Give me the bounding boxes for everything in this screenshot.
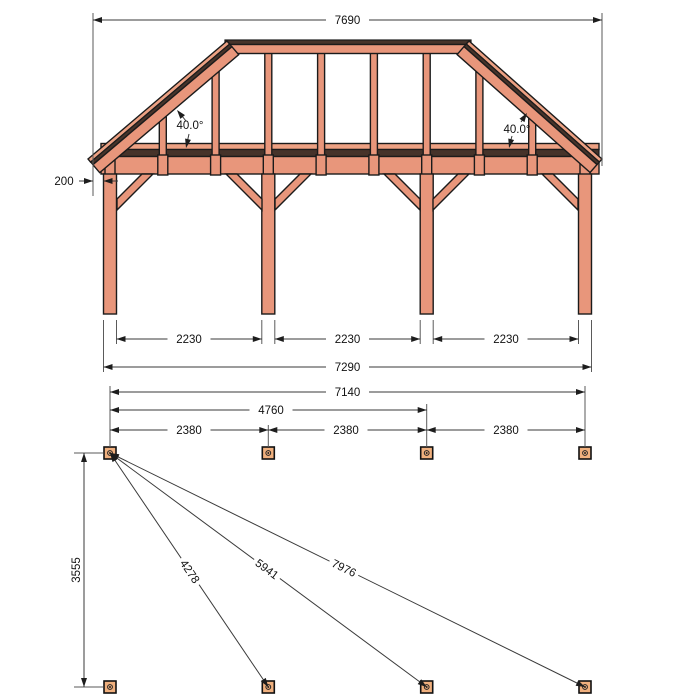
knee-brace xyxy=(274,173,313,212)
label-background xyxy=(167,424,211,437)
left-hip-rafter xyxy=(91,45,240,174)
label-background xyxy=(326,386,369,399)
label-background xyxy=(69,548,83,592)
dim-plan-bay-1: 2380 xyxy=(176,425,202,437)
ridge-band xyxy=(224,43,472,55)
tenon-joint xyxy=(315,154,327,176)
arrowhead xyxy=(268,427,278,433)
label-background xyxy=(167,333,211,346)
tenon-joint xyxy=(262,154,274,176)
dim-plan-depth-group: 3555 xyxy=(69,548,83,592)
eave-fascia-band xyxy=(100,148,600,158)
arrowhead xyxy=(417,407,427,413)
dim-plan-depth: 3555 xyxy=(71,557,83,583)
post xyxy=(577,173,593,315)
arrowhead xyxy=(103,364,113,370)
arrowhead xyxy=(93,17,102,23)
tenon-joint xyxy=(473,154,486,176)
label-background xyxy=(249,404,293,417)
arrowhead xyxy=(259,427,269,433)
arrowhead xyxy=(417,427,427,433)
dim-diagonal-1-group: 4278 xyxy=(176,554,204,589)
dim-plan-overall: 7140 xyxy=(335,387,361,399)
post xyxy=(102,173,118,315)
arrowhead xyxy=(508,138,515,148)
foundation-marker xyxy=(419,446,434,460)
label-background xyxy=(250,554,284,584)
posts-and-braces xyxy=(102,173,593,315)
arrowhead xyxy=(116,336,126,342)
dimensions: 7690 200 40.0° 40.0° 2230 2230 2230 7290… xyxy=(54,13,603,688)
arrowhead xyxy=(110,389,119,395)
foundation-marker xyxy=(103,680,117,694)
tenon-joint xyxy=(209,154,222,176)
arrowhead xyxy=(426,427,436,433)
tenon-joint xyxy=(157,154,169,176)
arrowhead xyxy=(110,407,119,413)
dim-angle-right: 40.0° xyxy=(504,124,531,136)
dim-bay-3: 2230 xyxy=(493,334,519,346)
arrowhead xyxy=(260,677,269,687)
dim-roof-width: 7690 xyxy=(335,15,361,27)
dim-overhang: 200 xyxy=(54,176,73,188)
dim-bay-2: 2230 xyxy=(335,334,361,346)
dim-plan-partial: 4760 xyxy=(258,405,284,417)
roof-structure xyxy=(87,39,603,176)
dim-plan-bay-2: 2380 xyxy=(333,425,359,437)
arrowhead xyxy=(103,178,113,184)
arrowhead xyxy=(110,453,120,460)
label-background xyxy=(326,333,369,346)
label-background xyxy=(324,424,368,437)
arrowhead xyxy=(274,336,284,342)
label-background xyxy=(484,333,528,346)
dim-diagonal-3: 7976 xyxy=(329,558,357,580)
arrowhead xyxy=(411,336,421,342)
tenon-joint xyxy=(421,154,433,176)
arrowhead xyxy=(110,427,119,433)
knee-brace xyxy=(432,173,471,212)
arrowhead xyxy=(519,113,527,123)
tenon-joint xyxy=(368,154,380,176)
knee-brace xyxy=(224,173,263,212)
arrowhead xyxy=(185,138,191,148)
label-background xyxy=(326,555,362,581)
knee-brace xyxy=(116,173,155,212)
dim-outer-width: 7290 xyxy=(335,362,361,374)
eave-deck-strip xyxy=(100,142,600,151)
arrowhead xyxy=(84,178,93,184)
arrowhead xyxy=(81,453,87,462)
arrowhead xyxy=(433,336,443,342)
arrowhead xyxy=(252,336,262,342)
label-background xyxy=(484,424,528,437)
label-background xyxy=(326,13,369,26)
right-hip-rafter xyxy=(456,45,598,174)
arrowhead xyxy=(569,336,579,342)
foundation-marker xyxy=(261,446,276,460)
knee-brace xyxy=(382,173,421,212)
arrowhead xyxy=(576,427,585,433)
dim-plan-bay-3: 2380 xyxy=(493,425,519,437)
dim-diagonal-3-group: 7976 xyxy=(326,555,362,581)
dim-bay-1: 2230 xyxy=(176,334,202,346)
label-background xyxy=(176,554,204,589)
knee-brace xyxy=(540,173,579,212)
label-background xyxy=(326,361,369,374)
arrowhead xyxy=(177,110,185,119)
foundation-marker xyxy=(578,446,592,460)
post xyxy=(261,173,276,315)
arrowhead xyxy=(417,679,427,687)
arrowhead xyxy=(576,389,585,395)
arrowhead xyxy=(81,678,87,687)
arrowhead xyxy=(575,680,585,687)
post xyxy=(419,173,434,315)
top-plate-beam xyxy=(100,155,600,175)
arrowhead xyxy=(582,364,592,370)
tenon-joint xyxy=(526,154,538,176)
dim-diagonal-2-group: 5941 xyxy=(250,554,284,584)
dim-angle-left: 40.0° xyxy=(177,120,204,132)
arrowhead xyxy=(593,17,602,23)
